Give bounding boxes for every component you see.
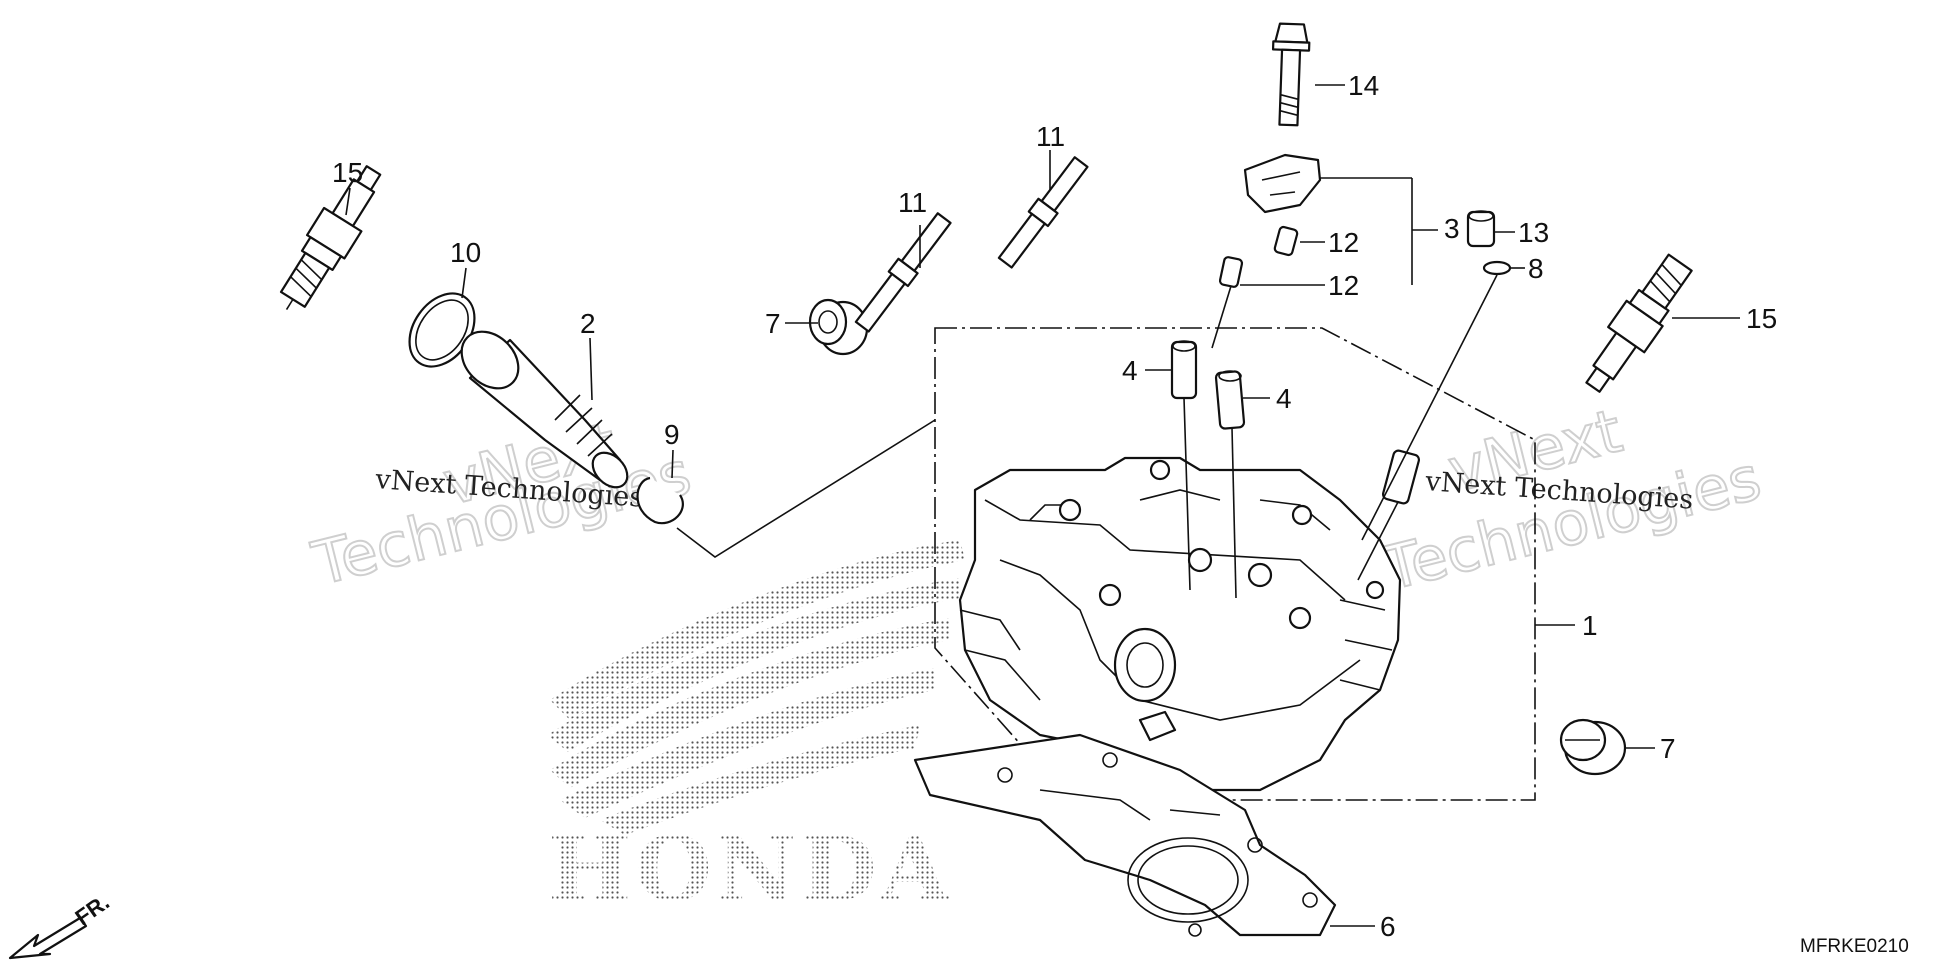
diagram-code: MFRKE0210: [1800, 936, 1909, 957]
callout-11-right: 11: [1036, 121, 1065, 152]
front-arrow: FR.: [8, 889, 114, 960]
cylinder-head: [958, 456, 1402, 792]
callout-4-left: 4: [1122, 355, 1138, 386]
collar: [1466, 210, 1496, 248]
camshaft-holder-bracket: [1243, 153, 1322, 214]
callouts: 15 10 2 9 7 11 11 14 3 12 12 13 8 15 4 4…: [332, 70, 1777, 942]
honda-wordmark: HONDA: [548, 817, 953, 921]
callout-10: 10: [450, 237, 481, 268]
dowel-pin-upper: [1273, 225, 1299, 257]
callout-13: 13: [1518, 217, 1549, 248]
sleeve-clip: [636, 476, 684, 525]
dowel-pin-lower: [1218, 256, 1244, 288]
callout-14: 14: [1348, 70, 1379, 101]
plug-upper: [808, 298, 869, 356]
knock-pin-right: [1214, 370, 1246, 430]
callout-6: 6: [1380, 911, 1396, 942]
callout-7-lower: 7: [1660, 733, 1676, 764]
callout-8: 8: [1528, 253, 1544, 284]
callout-1: 1: [1582, 610, 1598, 641]
callout-11-left: 11: [898, 187, 927, 218]
assembly-leader-9: [676, 419, 936, 558]
sealing-washer: [1482, 260, 1512, 276]
assembly-boundary: [934, 327, 1536, 801]
callout-12-lower: 12: [1328, 270, 1359, 301]
stud-bolt-left: [854, 212, 952, 333]
leaders: [345, 84, 1740, 927]
spark-plug-right: [1585, 253, 1693, 393]
cam-sleeve: [1381, 449, 1421, 505]
knock-pin-left: [1170, 340, 1198, 400]
spark-plug-left: [279, 165, 382, 310]
spark-plug-sleeve: [460, 330, 629, 489]
bracket-bolt: [1271, 22, 1311, 127]
callout-15-left: 15: [332, 157, 363, 188]
callout-15-right: 15: [1746, 303, 1777, 334]
callout-2: 2: [580, 308, 596, 339]
stud-bolt-right: [997, 156, 1089, 269]
callout-3: 3: [1444, 213, 1460, 244]
callout-12-upper: 12: [1328, 227, 1359, 258]
plug-lower: [1559, 718, 1627, 776]
head-gasket: [913, 733, 1337, 937]
watermark-right: vNext Technologies vNext Technologies: [1375, 395, 1769, 606]
callout-4-right: 4: [1276, 383, 1292, 414]
callout-9: 9: [664, 419, 680, 450]
honda-wing-logo: HONDA: [548, 540, 965, 921]
callout-7-upper: 7: [765, 308, 781, 339]
